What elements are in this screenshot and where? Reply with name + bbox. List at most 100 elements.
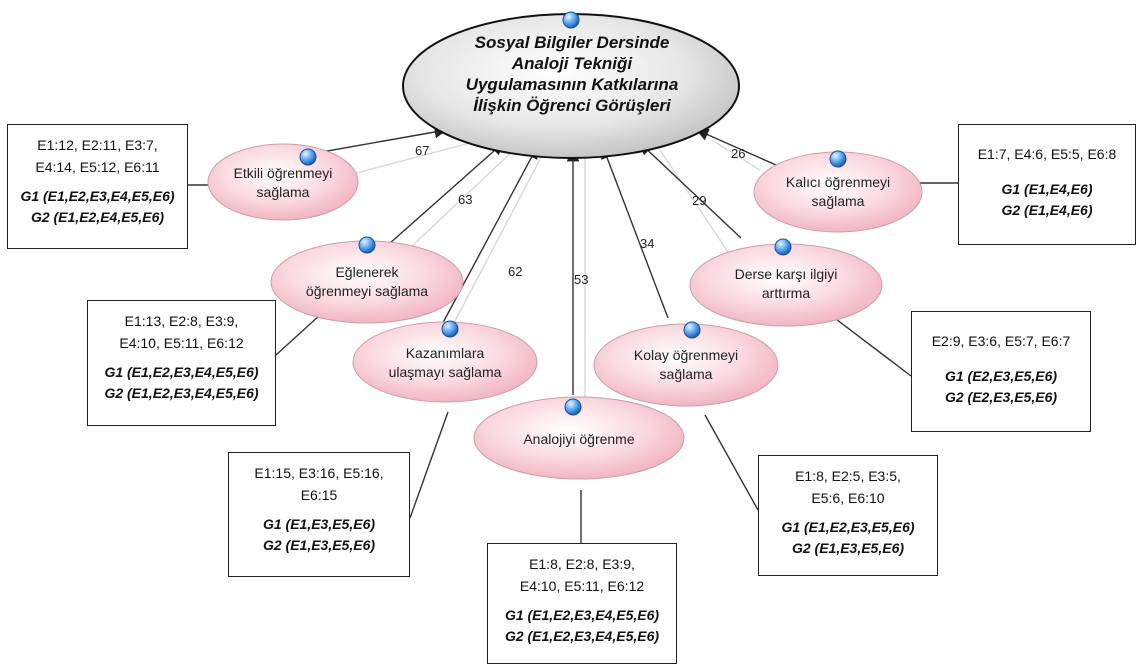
node-kazanimlar-dot-icon xyxy=(441,320,459,338)
info-group-line: G1 (E1,E2,E3,E4,E5,E6) xyxy=(504,607,660,623)
info-group-line: G2 (E1,E2,E3,E4,E5,E6) xyxy=(504,628,660,644)
info-groups: G1 (E2,E3,E5,E6) G2 (E2,E3,E5,E6) xyxy=(912,366,1090,408)
info-counts: E1:8, E2:5, E3:5, E5:6, E6:10 xyxy=(759,465,937,509)
info-group-line: G2 (E1,E3,E5,E6) xyxy=(791,540,905,556)
info-groups: G1 (E1,E2,E3,E4,E5,E6) G2 (E1,E2,E3,E4,E… xyxy=(88,362,275,404)
info-box-kazanimlar: E1:15, E3:16, E5:16, E6:15 G1 (E1,E3,E5,… xyxy=(228,452,410,577)
edge-count-etkili: 67 xyxy=(415,143,430,158)
node-label-line: sağlama xyxy=(811,193,865,209)
info-counts: E2:9, E3:6, E5:7, E6:7 xyxy=(912,321,1090,352)
connector-ilgi xyxy=(827,312,912,377)
info-groups: G1 (E1,E2,E3,E5,E6) G2 (E1,E3,E5,E6) xyxy=(759,517,937,559)
info-group-line: G1 (E1,E4,E6) xyxy=(1001,181,1093,197)
node-etkili-ellipse xyxy=(207,143,359,221)
node-eglenerek-dot-icon xyxy=(358,236,376,254)
info-group-line: G2 (E1,E4,E6) xyxy=(1001,202,1093,218)
node-analoji-ellipse xyxy=(473,396,685,480)
connector-kazanimlar xyxy=(409,411,449,519)
info-group-line: G2 (E1,E3,E5,E6) xyxy=(262,537,376,553)
central-title: Sosyal Bilgiler Dersinde Analoji Tekniği… xyxy=(418,32,726,116)
info-counts: E1:13, E2:8, E3:9, E4:10, E5:11, E6:12 xyxy=(88,310,275,354)
edge-count-kazanimlar: 62 xyxy=(508,264,523,279)
info-count-line: E1:8, E2:5, E3:5, xyxy=(795,468,901,484)
edge-count-kolay: 34 xyxy=(640,236,655,251)
info-group-line: G2 (E2,E3,E5,E6) xyxy=(944,389,1058,405)
info-group-line: G2 (E1,E2,E4,E5,E6) xyxy=(30,209,165,225)
node-kalici-dot-icon xyxy=(829,150,847,168)
node-label-line: sağlama xyxy=(256,184,310,200)
info-count-line: E1:12, E2:11, E3:7, xyxy=(37,137,158,153)
info-box-ilgi: E2:9, E3:6, E5:7, E6:7 G1 (E2,E3,E5,E6) … xyxy=(911,311,1091,432)
node-etkili-dot-icon xyxy=(299,148,317,166)
node-kazanimlar-label: Kazanımlara ulaşmayı sağlama xyxy=(370,344,520,382)
info-group-line: G1 (E1,E2,E3,E5,E6) xyxy=(781,519,915,535)
info-count-line: E1:8, E2:8, E3:9, xyxy=(529,556,635,572)
info-box-analoji: E1:8, E2:8, E3:9, E4:10, E5:11, E6:12 G1… xyxy=(487,543,677,664)
edge-eglenerek xyxy=(379,142,504,253)
edge-kalici xyxy=(695,128,777,166)
info-group-line: G1 (E2,E3,E5,E6) xyxy=(944,368,1058,384)
info-counts: E1:12, E2:11, E3:7, E4:14, E5:12, E6:11 xyxy=(8,134,187,178)
info-counts: E1:15, E3:16, E5:16, E6:15 xyxy=(229,462,409,506)
node-analoji-dot-icon xyxy=(564,398,582,416)
node-label-line: Derse karşı ilgiyi xyxy=(734,266,838,282)
info-count-line: E2:9, E3:6, E5:7, E6:7 xyxy=(931,333,1071,349)
info-group-line: G1 (E1,E3,E5,E6) xyxy=(262,516,376,532)
node-label-line: Kazanımlara xyxy=(405,345,485,361)
edge-ilgi xyxy=(639,142,742,239)
info-count-line: E1:13, E2:8, E3:9, xyxy=(124,313,239,329)
node-etkili-label: Etkili öğrenmeyi sağlama xyxy=(213,164,353,202)
node-eglenerek-label: Eğlenerek öğrenmeyi sağlama xyxy=(287,263,447,301)
connector-eglenerek xyxy=(275,314,321,356)
central-dot-icon xyxy=(562,11,580,29)
central-title-line: İlişkin Öğrenci Görüşleri xyxy=(473,96,671,115)
edge-count-analoji: 53 xyxy=(574,272,589,287)
info-group-line: G1 (E1,E2,E3,E4,E5,E6) xyxy=(104,364,259,380)
info-counts: E1:8, E2:8, E3:9, E4:10, E5:11, E6:12 xyxy=(488,553,676,597)
info-box-kolay: E1:8, E2:5, E3:5, E5:6, E6:10 G1 (E1,E2,… xyxy=(758,455,938,576)
node-label-line: arttırma xyxy=(761,285,811,301)
node-label-line: Kolay öğrenmeyi xyxy=(633,347,739,363)
node-label-line: öğrenmeyi sağlama xyxy=(305,283,429,299)
node-label-line: Etkili öğrenmeyi xyxy=(233,165,333,181)
edge-count-kalici: 26 xyxy=(731,146,746,161)
info-count-line: E4:14, E5:12, E6:11 xyxy=(35,159,160,175)
central-title-line: Sosyal Bilgiler Dersinde xyxy=(474,33,670,52)
info-group-line: G2 (E1,E2,E3,E4,E5,E6) xyxy=(104,385,259,401)
info-box-etkili: E1:12, E2:11, E3:7, E4:14, E5:12, E6:11 … xyxy=(7,124,188,249)
edge-count-eglenerek: 63 xyxy=(458,192,473,207)
node-label-line: sağlama xyxy=(659,366,713,382)
info-count-line: E1:7, E4:6, E5:5, E6:8 xyxy=(977,146,1117,162)
info-groups: G1 (E1,E4,E6) G2 (E1,E4,E6) xyxy=(959,179,1135,221)
node-ilgi-label: Derse karşı ilgiyi arttırma xyxy=(706,265,866,303)
node-label-line: ulaşmayı sağlama xyxy=(388,364,502,380)
node-kalici-label: Kalıcı öğrenmeyi sağlama xyxy=(764,173,912,211)
node-label-line: Eğlenerek xyxy=(335,264,399,280)
node-kazanimlar-ellipse xyxy=(352,321,538,403)
edge-kazanimlar xyxy=(437,145,538,333)
info-group-line: G1 (E1,E2,E3,E4,E5,E6) xyxy=(20,188,175,204)
edge-count-ilgi: 29 xyxy=(692,193,707,208)
node-label-line: Analojiyi öğrenme xyxy=(523,431,635,447)
info-count-line: E6:15 xyxy=(300,487,338,503)
node-label-line: Kalıcı öğrenmeyi xyxy=(785,174,891,190)
info-count-line: E4:10, E5:11, E6:12 xyxy=(119,335,244,351)
info-groups: G1 (E1,E3,E5,E6) G2 (E1,E3,E5,E6) xyxy=(229,514,409,556)
node-ilgi-dot-icon xyxy=(774,238,792,256)
node-kolay-dot-icon xyxy=(683,321,701,339)
info-box-eglenerek: E1:13, E2:8, E3:9, E4:10, E5:11, E6:12 G… xyxy=(87,300,276,426)
edge-kolay xyxy=(601,145,669,319)
info-groups: G1 (E1,E2,E3,E4,E5,E6) G2 (E1,E2,E4,E5,E… xyxy=(8,186,187,228)
info-count-line: E4:10, E5:11, E6:12 xyxy=(519,578,645,594)
node-analoji-label: Analojiyi öğrenme xyxy=(499,430,659,449)
info-counts: E1:7, E4:6, E5:5, E6:8 xyxy=(959,134,1135,165)
info-groups: G1 (E1,E2,E3,E4,E5,E6) G2 (E1,E2,E3,E4,E… xyxy=(488,605,676,647)
central-title-line: Analoji Tekniği xyxy=(511,54,633,73)
info-count-line: E1:15, E3:16, E5:16, xyxy=(254,465,384,481)
info-count-line: E5:6, E6:10 xyxy=(811,490,885,506)
node-kolay-label: Kolay öğrenmeyi sağlama xyxy=(611,346,761,384)
central-title-line: Uygulamasının Katkılarına xyxy=(465,75,679,94)
info-box-kalici: E1:7, E4:6, E5:5, E6:8 G1 (E1,E4,E6) G2 … xyxy=(958,124,1136,245)
connector-kolay xyxy=(704,414,759,511)
